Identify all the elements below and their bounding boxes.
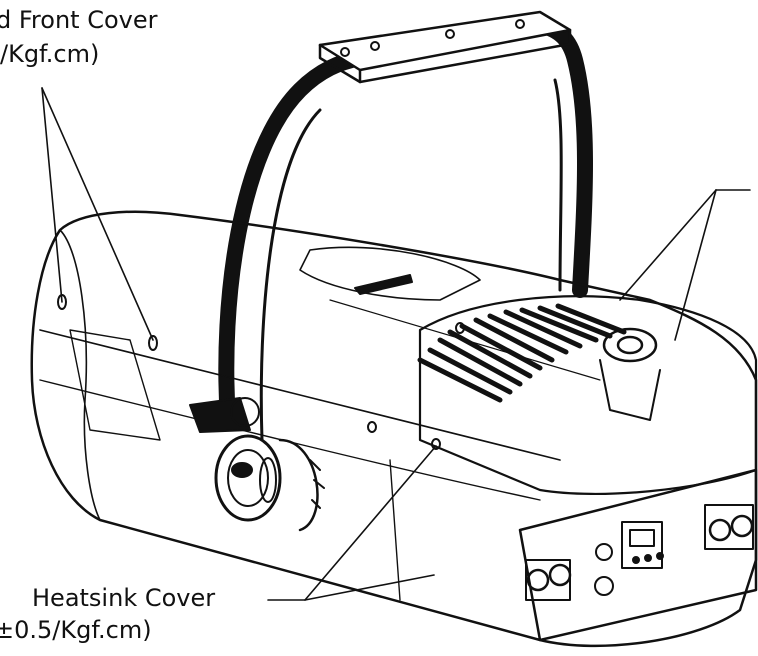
- rear-connector-panel: [518, 468, 758, 642]
- screw-points: [57, 294, 465, 450]
- heatsink-torque-label: ±0.5/Kgf.cm): [0, 616, 152, 644]
- heatsink-cover-label: Heatsink Cover: [32, 584, 216, 612]
- handle-yoke: [218, 10, 593, 442]
- callout-leaders: [41, 87, 751, 601]
- tilt-knob: [189, 397, 325, 532]
- front-cover-label: d Front Cover: [0, 6, 158, 34]
- fixture-body: [30, 210, 758, 648]
- rear-heatsink: [417, 295, 758, 496]
- front-cover-torque-label: /Kgf.cm): [0, 40, 100, 68]
